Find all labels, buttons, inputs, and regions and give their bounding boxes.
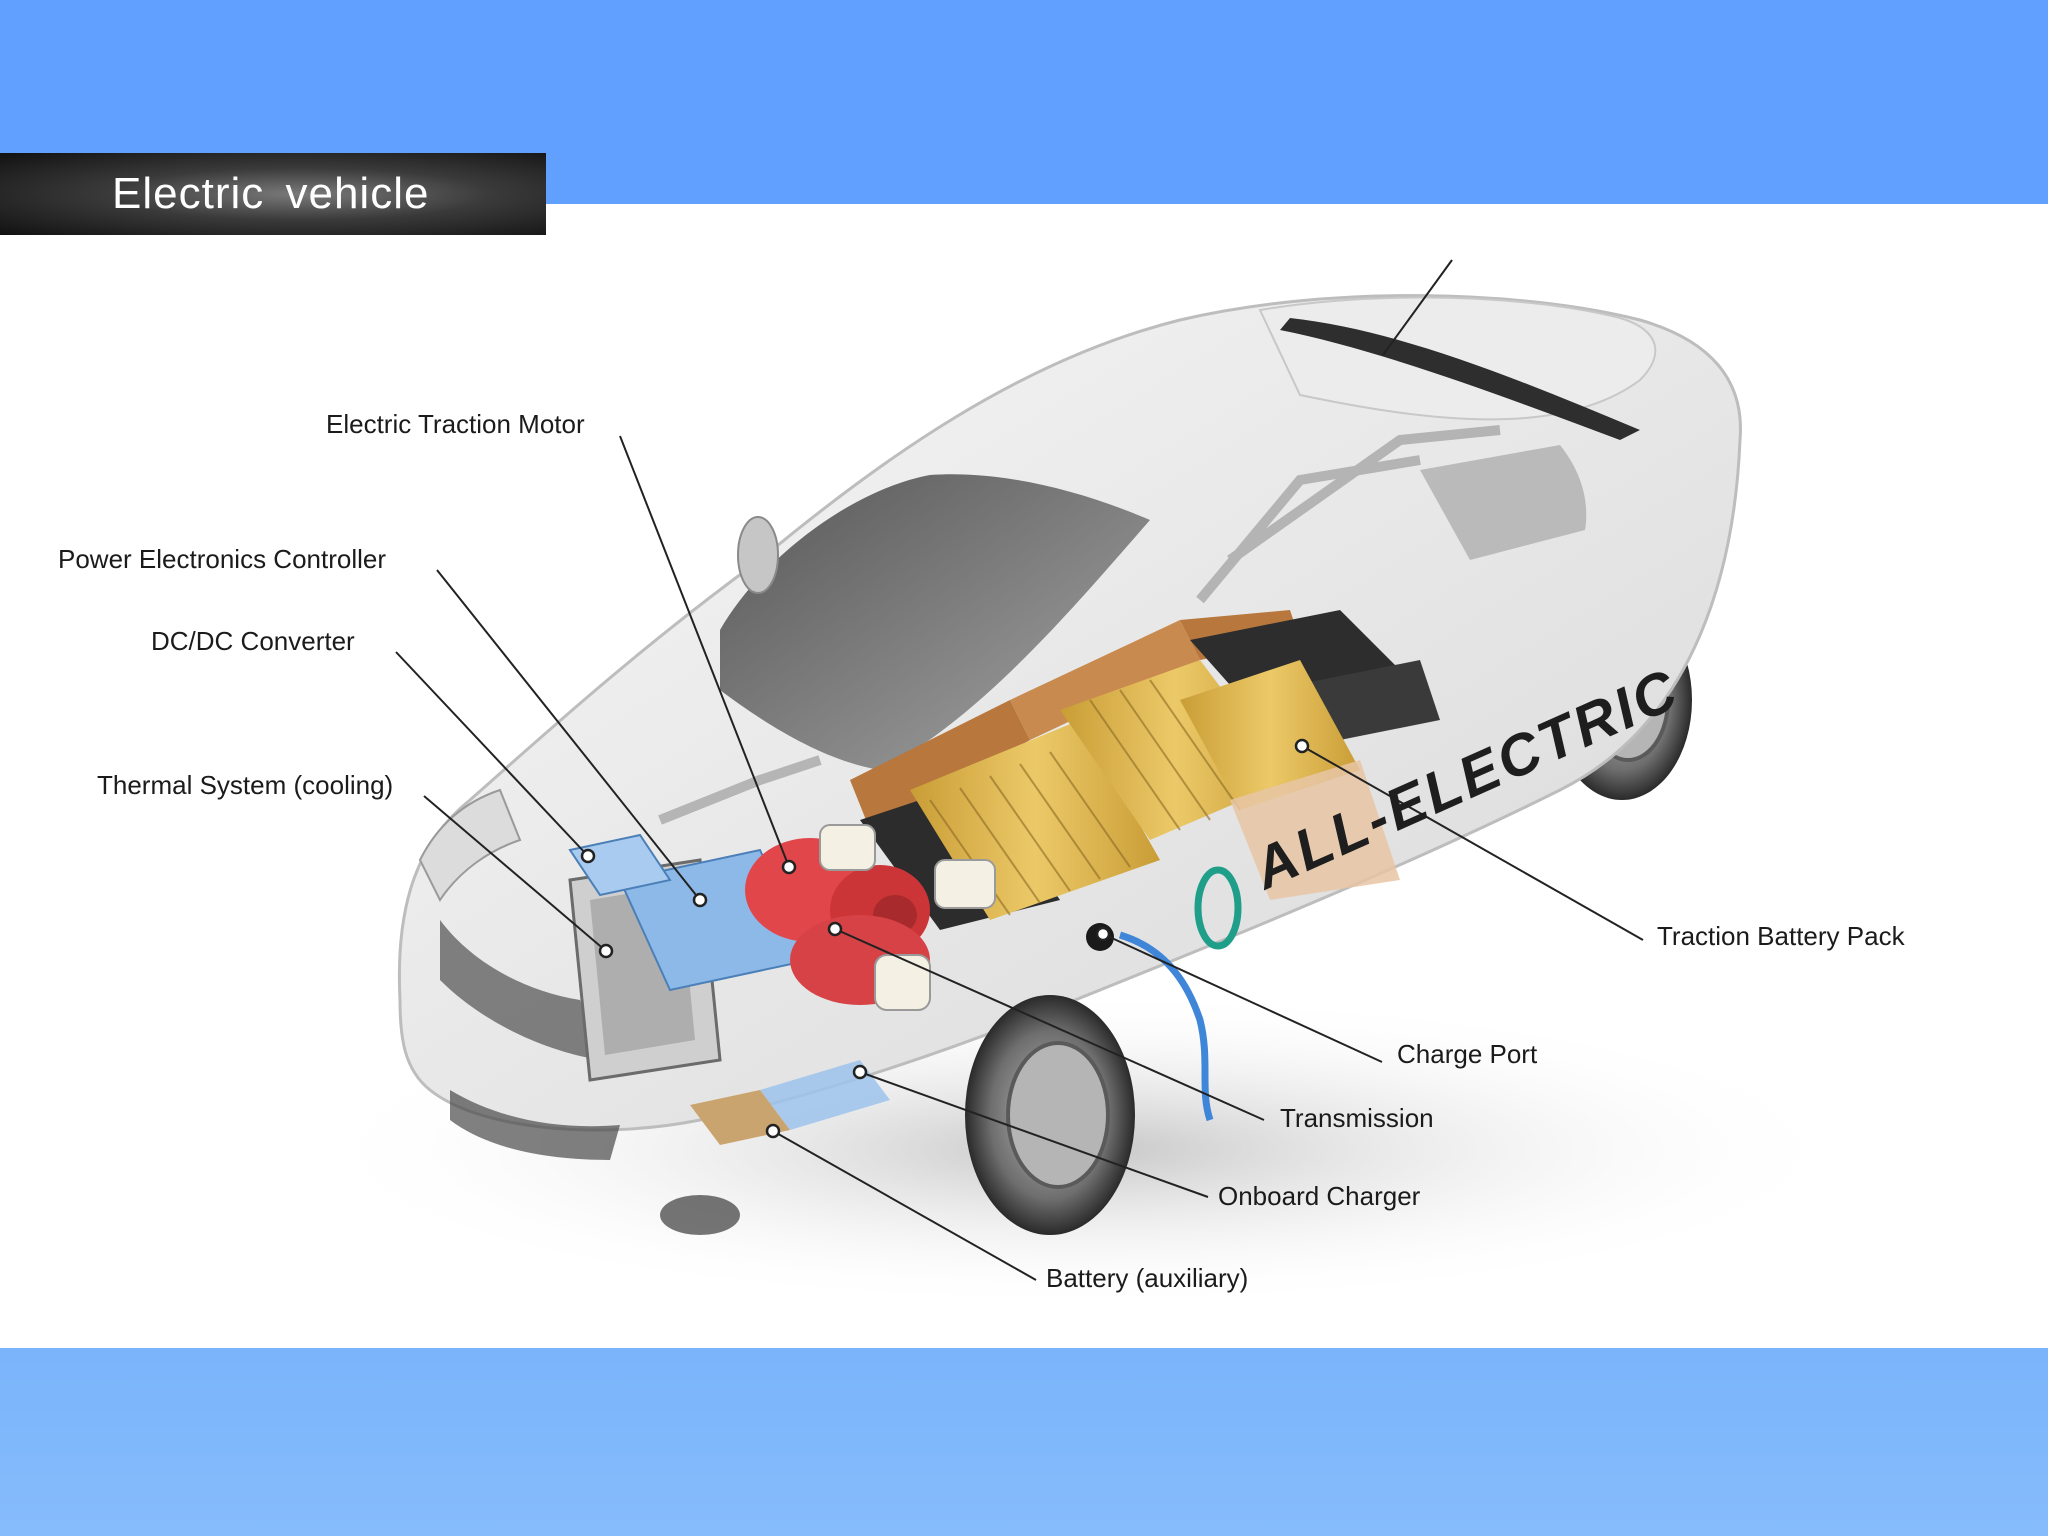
label-onboard-charger: Onboard Charger xyxy=(1218,1181,1421,1211)
auxiliary-battery-unit xyxy=(690,1090,790,1145)
label-dc-dc-converter: DC/DC Converter xyxy=(151,626,355,656)
label-battery-auxiliary: Battery (auxiliary) xyxy=(1046,1263,1249,1293)
chassis-frame xyxy=(658,425,1501,825)
label-electric-traction-motor: Electric Traction Motor xyxy=(326,409,585,439)
slide-title: Electric vehicle xyxy=(112,169,430,218)
slide-title-bar: Electric vehicle xyxy=(0,153,546,235)
label-power-electronics-controller: Power Electronics Controller xyxy=(58,544,387,574)
label-thermal-system: Thermal System (cooling) xyxy=(97,770,394,800)
leader-lines xyxy=(395,259,1644,1281)
traction-battery-pack xyxy=(850,610,1440,930)
dc-dc-converter-unit xyxy=(568,833,672,897)
label-charge-port: Charge Port xyxy=(1397,1039,1538,1069)
coolant-reservoirs xyxy=(819,824,996,1011)
bottom-band xyxy=(0,1348,2048,1536)
label-transmission: Transmission xyxy=(1280,1103,1434,1133)
front-wheel xyxy=(965,995,1135,1235)
leader-dots xyxy=(580,738,1310,1139)
label-traction-battery-pack: Traction Battery Pack xyxy=(1657,921,1905,951)
